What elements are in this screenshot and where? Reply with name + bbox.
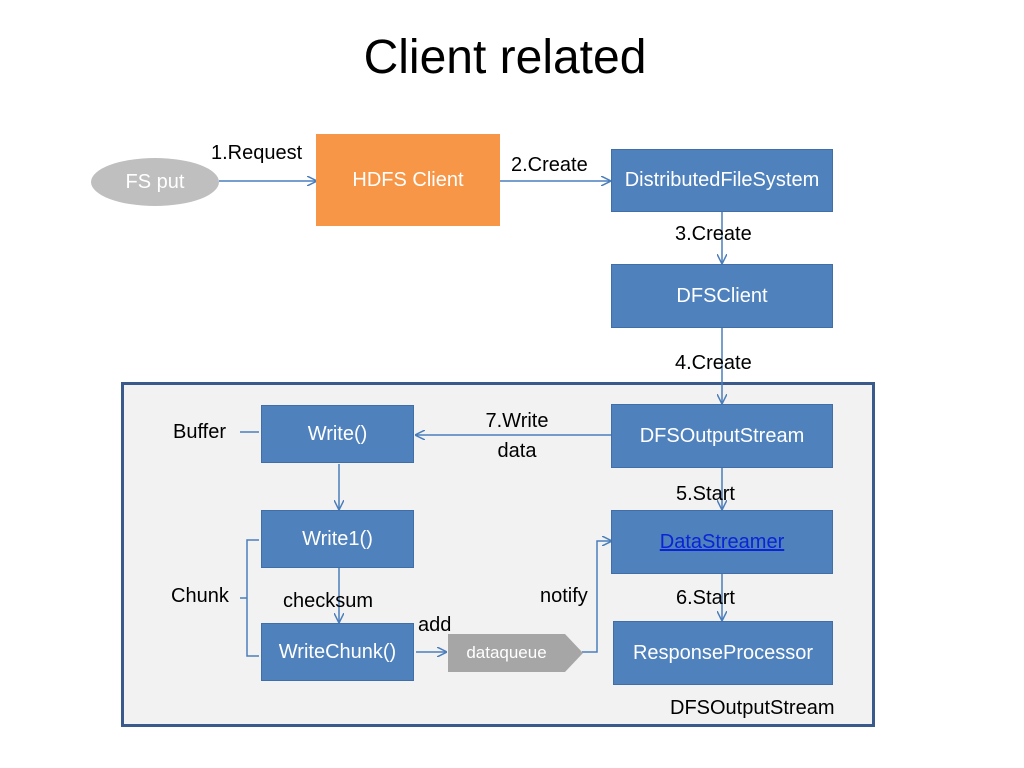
distributed-filesystem-box: DistributedFileSystem <box>611 149 833 212</box>
arrow-notify <box>582 541 611 653</box>
dfsoutputstream-box: DFSOutputStream <box>611 404 833 468</box>
datastreamer-link[interactable]: DataStreamer <box>659 530 785 553</box>
label-notify: notify <box>540 585 588 607</box>
responseprocessor-box: ResponseProcessor <box>613 621 833 685</box>
label-write-data: 7.Write data <box>485 410 549 462</box>
label-add: add <box>418 614 452 636</box>
datastreamer-box: DataStreamer <box>611 510 833 574</box>
label-checksum: checksum <box>283 590 374 612</box>
dfsclient-box: DFSClient <box>611 264 833 328</box>
label-start-6: 6.Start <box>676 587 735 609</box>
dataqueue-label: dataqueue <box>466 643 547 662</box>
write-box: Write() <box>261 405 414 463</box>
slide-title: Client related <box>363 31 647 84</box>
fs-put-ellipse: FS put <box>91 158 219 206</box>
container-label: DFSOutputStream <box>670 697 835 719</box>
label-create-3: 3.Create <box>675 223 752 245</box>
label-request: 1.Request <box>211 142 303 164</box>
annotation-chunk: Chunk <box>171 585 229 607</box>
write1-box: Write1() <box>261 510 414 568</box>
label-start-5: 5.Start <box>676 483 735 505</box>
hdfs-client-box: HDFS Client <box>316 134 500 226</box>
dataqueue-shape <box>448 634 583 672</box>
label-create-4: 4.Create <box>675 352 752 374</box>
label-create-2: 2.Create <box>511 154 588 176</box>
annotation-buffer: Buffer <box>173 421 226 443</box>
writechunk-box: WriteChunk() <box>261 623 414 681</box>
chunk-bracket <box>246 539 259 657</box>
